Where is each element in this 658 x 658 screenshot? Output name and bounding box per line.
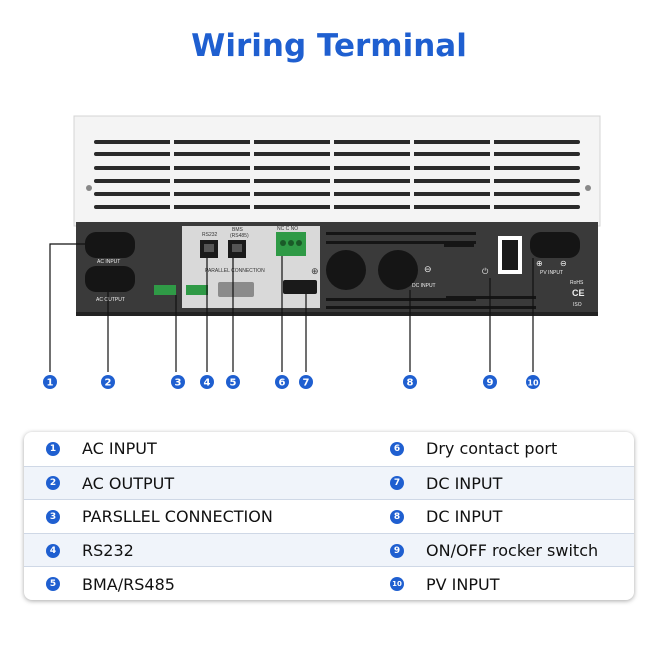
parallel-connector-b xyxy=(186,285,208,295)
ac-output-port xyxy=(85,266,135,292)
legend-text: AC INPUT xyxy=(82,439,157,459)
dc-terminal-small xyxy=(283,280,317,294)
pv-input-port xyxy=(530,232,580,258)
legend-number: 6 xyxy=(390,441,404,456)
pv-minus: ⊖ xyxy=(560,259,567,268)
legend-row: 1 AC INPUT 6 Dry contact port xyxy=(24,432,634,466)
dc-vent-slots xyxy=(326,232,476,309)
ac-output-label: AC OUTPUT xyxy=(96,297,125,303)
rohs-mark: RoHS xyxy=(570,280,584,286)
legend-number: 10 xyxy=(390,577,404,592)
db9-port xyxy=(218,282,254,297)
legend-number: 9 xyxy=(390,543,404,558)
callout-8: 8 xyxy=(403,375,417,389)
legend-item: 2 AC OUTPUT xyxy=(46,467,174,501)
bms-label-1: BMS xyxy=(232,227,244,233)
power-symbol: ⏻ xyxy=(482,267,489,276)
callout-3: 3 xyxy=(171,375,185,389)
ce-mark: CE xyxy=(572,288,585,298)
ac-input-label: AC INPUT xyxy=(97,259,120,265)
svg-text:8: 8 xyxy=(407,378,414,389)
legend-row: 3 PARSLLEL CONNECTION 8 DC INPUT xyxy=(24,499,634,534)
svg-text:4: 4 xyxy=(204,378,211,389)
svg-text:2: 2 xyxy=(105,378,112,389)
iso-mark: ISO xyxy=(573,302,582,308)
callout-9: 9 xyxy=(483,375,497,389)
plus-sign: ⊕ xyxy=(311,266,319,276)
legend-item: 7 DC INPUT xyxy=(390,467,502,501)
legend-number: 8 xyxy=(390,509,404,524)
pv-plus: ⊕ xyxy=(536,259,543,268)
legend-item: 9 ON/OFF rocker switch xyxy=(390,534,598,568)
ventilation-slots xyxy=(94,140,580,209)
callout-7: 7 xyxy=(299,375,313,389)
pv-input-label: PV INPUT xyxy=(540,270,563,276)
screw-right xyxy=(585,185,591,191)
svg-text:9: 9 xyxy=(487,378,494,389)
legend-row: 4 RS232 9 ON/OFF rocker switch xyxy=(24,532,634,568)
legend-row: 2 AC OUTPUT 7 DC INPUT xyxy=(24,465,634,501)
legend-item: 6 Dry contact port xyxy=(390,432,557,466)
legend-number: 7 xyxy=(390,476,404,491)
parallel-label: PARALLEL CONNECTION xyxy=(205,268,265,274)
dc-input-positive xyxy=(326,250,366,290)
legend-text: Dry contact port xyxy=(426,439,558,459)
svg-text:3: 3 xyxy=(175,378,182,389)
callout-4: 4 xyxy=(200,375,214,389)
inverter-diagram: AC INPUT AC OUTPUT RS232 BMS (RS485) PAR… xyxy=(43,115,601,389)
legend-text: DC INPUT xyxy=(426,473,503,493)
dry-contact-label: NC C NO xyxy=(277,226,298,232)
legend-text: RS232 xyxy=(82,541,134,561)
legend-text: ON/OFF rocker switch xyxy=(426,541,599,561)
legend-item: 10 PV INPUT xyxy=(390,567,500,601)
callout-2: 2 xyxy=(101,375,115,389)
rs232-label: RS232 xyxy=(202,232,218,238)
legend-number: 4 xyxy=(46,543,60,558)
legend-text: PARSLLEL CONNECTION xyxy=(82,507,273,527)
leader-lines xyxy=(49,243,534,372)
svg-text:6: 6 xyxy=(279,378,286,389)
legend-item: 1 AC INPUT xyxy=(46,432,157,466)
dc-input-label: DC INPUT xyxy=(412,283,436,289)
legend-text: DC INPUT xyxy=(426,507,503,527)
legend-table: 1 AC INPUT 6 Dry contact port 2 AC OUTPU… xyxy=(24,432,634,600)
legend-text: BMA/RS485 xyxy=(82,574,175,594)
legend-item: 4 RS232 xyxy=(46,534,134,568)
callout-6: 6 xyxy=(275,375,289,389)
callout-5: 5 xyxy=(226,375,240,389)
legend-number: 3 xyxy=(46,509,60,524)
legend-number: 1 xyxy=(46,441,60,456)
page-title: Wiring Terminal xyxy=(191,28,467,64)
right-vent-slots xyxy=(444,232,536,309)
legend-item: 8 DC INPUT xyxy=(390,500,502,534)
callout-10: 10 xyxy=(526,375,540,389)
svg-text:10: 10 xyxy=(527,379,539,388)
svg-text:1: 1 xyxy=(47,378,54,389)
legend-number: 2 xyxy=(46,476,60,491)
screw-left xyxy=(86,185,92,191)
minus-sign: ⊖ xyxy=(424,264,432,274)
parallel-connector-a xyxy=(154,285,176,295)
legend-item: 3 PARSLLEL CONNECTION xyxy=(46,500,273,534)
legend-text: AC OUTPUT xyxy=(82,473,175,493)
svg-text:5: 5 xyxy=(230,378,237,389)
bms-label-2: (RS485) xyxy=(230,233,249,239)
legend-item: 5 BMA/RS485 xyxy=(46,567,175,601)
inverter-case xyxy=(73,115,601,227)
legend-number: 5 xyxy=(46,577,60,592)
svg-text:7: 7 xyxy=(303,378,310,389)
legend-row: 5 BMA/RS485 10 PV INPUT xyxy=(24,566,634,601)
legend-text: PV INPUT xyxy=(426,574,500,594)
dc-input-negative xyxy=(378,250,418,290)
callout-1: 1 xyxy=(43,375,57,389)
ac-input-port xyxy=(85,232,135,258)
